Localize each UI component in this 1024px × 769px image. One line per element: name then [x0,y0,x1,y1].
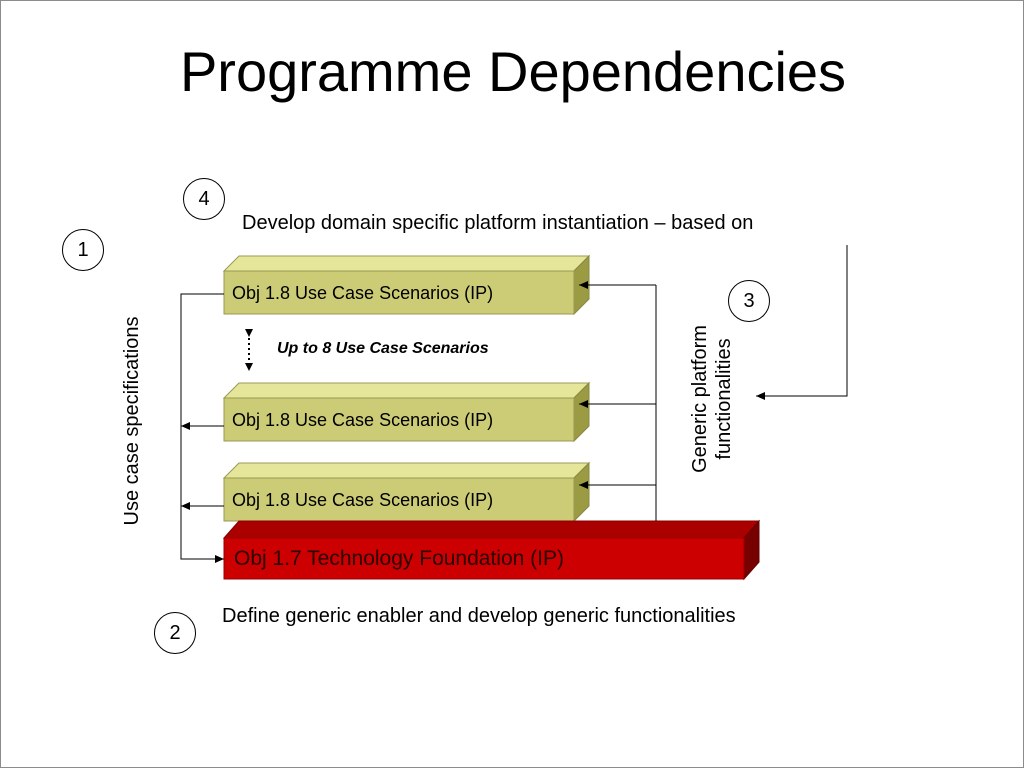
domain-instantiation-caption: Develop domain specific platform instant… [242,212,754,234]
slide-title: Programme Dependencies [179,40,847,103]
step-badge-2: 2 [154,612,196,654]
generic-enabler-caption: Define generic enabler and develop gener… [222,605,736,627]
use-case-block-3 [222,461,591,523]
foundation-block-label: Obj 1.7 Technology Foundation (IP) [234,547,564,570]
use-case-block-1 [222,254,591,316]
use-case-block-1-label: Obj 1.8 Use Case Scenarios (IP) [232,283,494,303]
generic-platform-label-line1: Generic platform [689,325,711,473]
use-case-block-2 [222,381,591,443]
step-badge-1: 1 [62,229,104,271]
generic-platform-label: Generic platform functionalities [688,325,736,473]
step-badge-4: 4 [183,178,225,220]
foundation-block [222,519,761,581]
use-case-specifications-label: Use case specifications [121,316,143,526]
generic-platform-label-line2: functionalities [713,338,735,460]
use-case-block-3-label: Obj 1.8 Use Case Scenarios (IP) [232,490,494,510]
generic-functionalities-connector [579,281,657,521]
use-case-block-2-label: Obj 1.8 Use Case Scenarios (IP) [232,410,494,430]
use-case-specifications-connector [180,293,224,563]
scenarios-note: Up to 8 Use Case Scenarios [277,340,489,357]
domain-platform-connector [756,245,848,400]
step-badge-3: 3 [728,280,770,322]
